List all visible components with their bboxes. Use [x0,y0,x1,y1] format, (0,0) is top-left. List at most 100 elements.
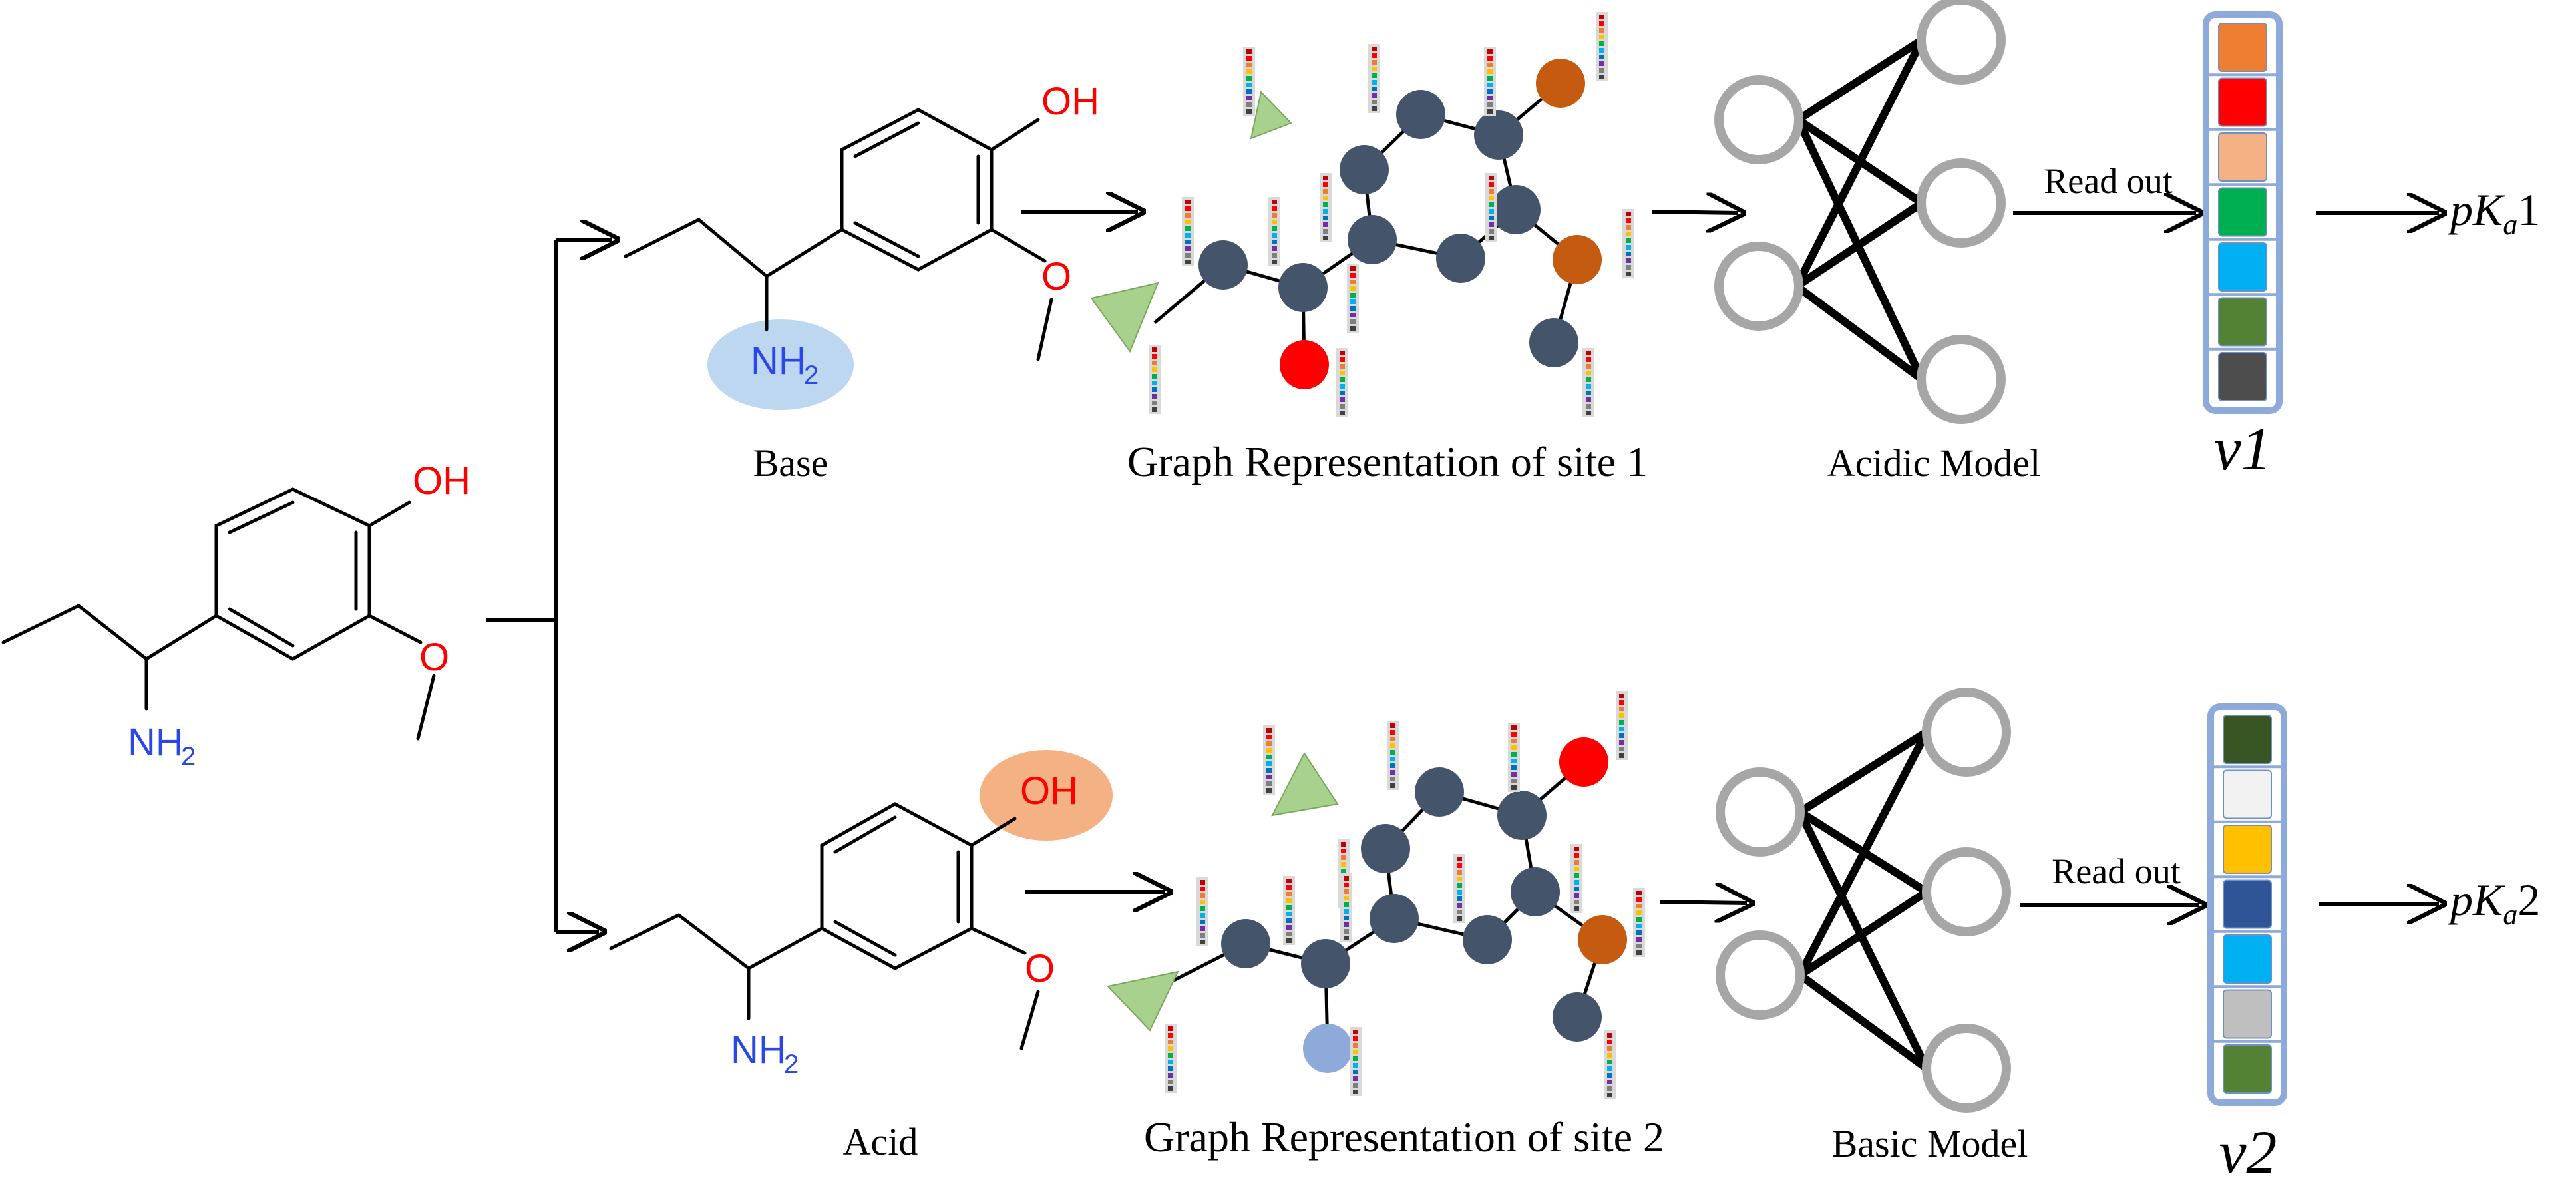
site1-nn-output-node [1917,158,2006,248]
site2-vector-cell [2223,934,2272,984]
site1-vector-cell [2218,242,2267,292]
site2-vector-label: v2 [2219,1118,2277,1186]
site1-vector-cells [2209,23,2276,401]
site1-feature-vector [2203,11,2283,414]
site2-graph [1107,691,1645,1099]
site1-graph-node [1340,145,1389,194]
site2-feature-vector [2207,703,2287,1106]
site2-basic-model [1716,688,2011,1113]
site2-feature-bar [1263,725,1275,795]
branch-arrows [486,240,612,932]
site1-orange-node [1536,59,1585,108]
site2-nn-input-node [1716,767,1805,857]
input-amine-label: NH 2 [128,721,196,771]
site2-graph-node [1511,867,1560,916]
site2-vector-cell [2223,715,2272,764]
site2-molecule-label: Acid [843,1120,918,1163]
site2-feature-bar [1283,876,1295,945]
site2-nh-subscript: 2 [784,1050,799,1079]
input-nh-subscript: 2 [181,742,196,771]
site1-base-molecule: OH O NH 2 [624,80,1099,410]
site1-feature-bar [1182,197,1194,266]
site1-nn-output-node [1917,0,2006,85]
site1-feature-bar [1336,348,1348,417]
site2-feature-bar [1340,873,1352,942]
site1-vector-cell [2218,77,2267,127]
input-nh-text: NH [128,721,184,764]
input-hydroxyl-label: OH [413,459,470,502]
site1-methoxy-o-text: O [1041,255,1071,298]
site2-orange-node [1578,915,1627,964]
site2-feature-bar [1165,1024,1177,1093]
site1-output-index: 1 [2517,184,2540,235]
site1-graph-node [1529,318,1578,367]
site2-feature-bar [1604,1030,1616,1099]
site1-nn-input-node [1714,242,1803,331]
site1-triangle-node-top [1250,90,1292,140]
site1-acidic-model [1714,0,2006,424]
site2-feature-bar [1350,1027,1362,1096]
site1-feature-bar [1596,12,1608,81]
site2-vector-cell [2223,769,2272,819]
site2-triangle-node-left [1107,970,1179,1032]
site1-feature-bar [1149,345,1161,414]
site1-vector-cell [2218,23,2267,72]
site1-feature-bar [1320,173,1332,242]
site2-readout-label: Read out [2052,851,2180,891]
site1-amine-highlight [707,319,854,410]
site1-graph-node [1396,90,1445,139]
site1-vector-cell [2218,297,2267,347]
site1-nn-output-node [1917,335,2006,424]
site1-output-pk: pK [2448,184,2505,235]
site2-feature-bar [1633,888,1645,957]
site2-nh-text: NH [731,1028,787,1072]
site2-output-subscript: a [2503,898,2517,931]
site2-graph-node [1497,791,1547,840]
site1-vector-cell [2218,132,2267,182]
site2-graph-node [1221,919,1270,968]
site1-vector-cell [2218,352,2267,401]
site2-graph-node [1361,824,1410,873]
site2-vector-cells [2214,715,2281,1094]
site1-vector-cell [2218,187,2267,237]
site2-output-pk: pK [2448,875,2505,925]
site1-output-subscript: a [2503,208,2517,241]
site2-nn-output-node [1922,847,2011,936]
site1-triangle-node-left [1090,282,1159,353]
site1-graph-node [1278,263,1328,312]
site1-feature-bar [1484,47,1496,116]
site2-output-index: 2 [2517,875,2540,925]
input-molecule-bonds [1,487,436,741]
site1-vector-label: v1 [2214,415,2272,483]
site1-feature-bar [1622,209,1634,278]
site1-graph [1090,12,1634,417]
site2-graph-node [1553,992,1602,1042]
site1-molecule-label: Base [753,441,828,485]
site2-graph-node [1301,939,1350,988]
site1-nn-input-node [1714,75,1803,164]
site1-graph-node [1198,240,1248,290]
site2-oh-text: OH [1020,769,1078,813]
input-methoxy-o-text: O [419,636,449,679]
site2-vector-cell [2223,1044,2272,1094]
site2-feature-bar [1387,721,1399,790]
site1-model-label: Acidic Model [1827,441,2041,485]
site1-feature-bar [1368,44,1380,113]
site2-methoxy-o-text: O [1025,947,1055,990]
site2-feature-bar [1196,877,1208,946]
site1-output: pKa1 [2448,184,2540,241]
site1-graph-label: Graph Representation of site 1 [1127,438,1648,485]
site1-feature-bar [1347,264,1359,333]
site1-orange-node [1553,235,1602,284]
input-molecule: OH O NH 2 [1,459,470,771]
site2-vector-cell [2223,879,2272,929]
site2-model-label: Basic Model [1832,1122,2028,1165]
site1-feature-bar [1268,197,1280,266]
site1-feature-bar [1485,173,1497,242]
site2-graph-label: Graph Representation of site 2 [1144,1113,1664,1161]
site2-nn-output-node [1922,688,2011,777]
site2-triangle-node-top [1271,752,1339,817]
site2-output: pKa2 [2448,875,2540,931]
site1-readout-label: Read out [2044,161,2172,201]
